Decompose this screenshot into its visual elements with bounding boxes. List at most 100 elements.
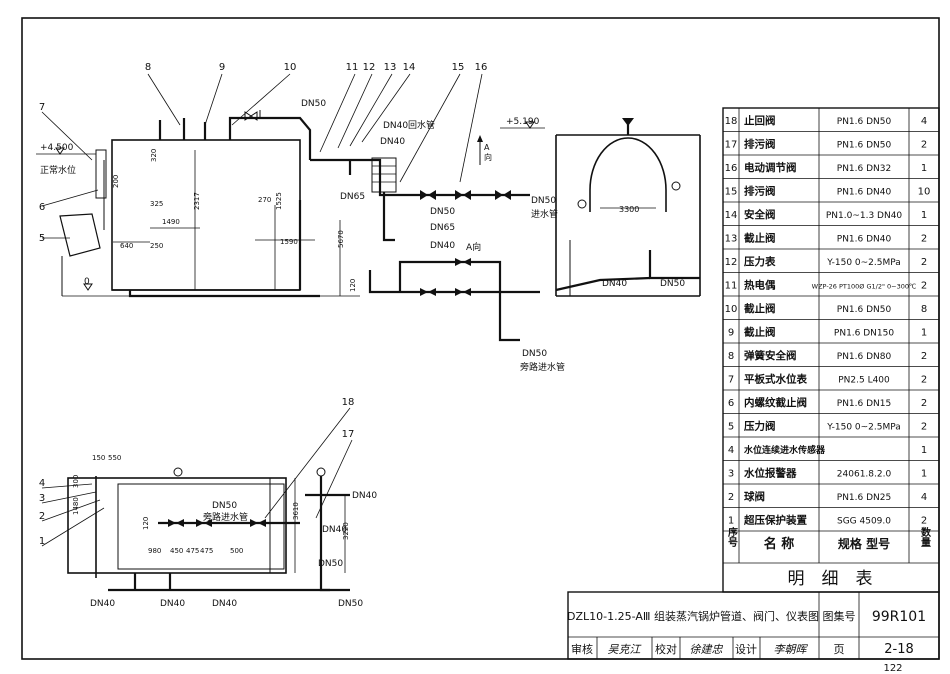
- plan-leader-3: [41, 491, 97, 504]
- boiler-shell: [111, 139, 301, 291]
- dimension-value: 3610: [292, 502, 300, 520]
- dimension-value: 1480: [72, 497, 80, 515]
- leader-15: [399, 73, 461, 183]
- level-right-label: +5.190: [506, 117, 540, 127]
- callout-number: 16: [475, 62, 488, 73]
- callout-number: 13: [384, 62, 397, 73]
- plan-leader-1: [41, 507, 105, 547]
- bom-row-name: 水位报警器: [743, 466, 797, 479]
- bypass-valve-2-icon: [455, 258, 471, 266]
- bom-row-no: 10: [725, 304, 738, 315]
- plan-valve-3-icon: [250, 519, 266, 527]
- atlas-number: 99R101: [872, 609, 926, 625]
- plan-valve-1-icon: [168, 519, 184, 527]
- plan-pipe-dn50-r: DN50: [318, 559, 343, 569]
- dimension-value: 200: [112, 175, 120, 188]
- level-marker-right-icon: [525, 121, 535, 129]
- feed-valve-3-icon: [495, 190, 511, 200]
- bom-row-name: 内螺纹截止阀: [744, 396, 807, 409]
- dimension-value: 1525: [275, 192, 283, 210]
- dimension-value: 300: [72, 475, 80, 488]
- pump-header-box: [371, 157, 397, 193]
- bom-row-qty: 2: [921, 515, 927, 526]
- bom-row-no: 5: [728, 421, 734, 432]
- level-zero-label: 0: [84, 277, 90, 287]
- side-dim-3300: 3300: [619, 205, 639, 214]
- side-gauge-left-icon: [577, 199, 587, 209]
- bom-row-qty: 2: [921, 257, 927, 268]
- plan-pipe-dn40-bm: DN40: [160, 599, 185, 609]
- plan-vent-right-icon: [316, 467, 326, 477]
- bom-row-qty: 1: [921, 210, 927, 221]
- drum-arc: [589, 137, 667, 191]
- dimension-value: 2317: [193, 192, 201, 210]
- side-pipe-dn40: DN40: [602, 279, 627, 289]
- bom-row-qty: 2: [921, 280, 927, 291]
- bom-row-name: 排污阀: [744, 184, 776, 197]
- design-label: 设计: [735, 643, 757, 656]
- leader-8: [147, 73, 181, 126]
- dimension-value: 150: [92, 454, 105, 462]
- callout-number: 7: [39, 102, 45, 113]
- view-a-arrowhead-icon: [477, 135, 483, 142]
- dimension-value: 980: [148, 547, 161, 555]
- bom-header-qty: 数量: [919, 526, 931, 547]
- bom-row-no: 13: [725, 233, 738, 244]
- bypass-valve-1-icon: [420, 288, 436, 296]
- check-label: 校对: [655, 642, 677, 656]
- bom-header-no: 序号: [726, 526, 738, 548]
- callout-number: 6: [39, 202, 45, 213]
- dimension-value: 120: [349, 279, 357, 292]
- plan-valve-2-icon: [196, 519, 212, 527]
- bom-row-no: 2: [728, 492, 734, 503]
- leader-10: [231, 73, 291, 126]
- pipe-label-inlet: 进水管: [531, 208, 558, 220]
- bom-row-spec: PN1.0~1.3 DN40: [826, 211, 903, 221]
- top-valve-icon: [244, 111, 258, 121]
- view-a-arrow-word: 向: [484, 152, 492, 162]
- bom-row-no: 15: [725, 186, 738, 197]
- leader-6: [41, 189, 99, 207]
- leader-14: [361, 73, 411, 143]
- bom-row-spec: Y-150 0~2.5MPa: [826, 422, 901, 432]
- pipe-label-dn40-c: DN40: [430, 241, 455, 251]
- leader-11: [319, 73, 356, 153]
- dimension-value: 120: [142, 517, 150, 530]
- side-dn40-pipe: [555, 276, 651, 292]
- side-top-valve-icon: [622, 118, 634, 126]
- bom-row-spec: PN1.6 DN15: [837, 399, 891, 409]
- bom-row-spec: SGG 4509.0: [837, 516, 891, 526]
- drawing-title: DZL10-1.25-AⅢ 组装蒸汽锅炉管道、阀门、仪表图: [567, 609, 819, 623]
- side-outlet: [648, 250, 700, 280]
- bom-row-name: 止回阀: [744, 114, 776, 127]
- plan-pipe-dn40-r: DN40: [352, 491, 377, 501]
- dimension-value: 270: [258, 196, 271, 204]
- dimension-value: 250: [150, 242, 163, 250]
- callout-number: 8: [145, 62, 151, 73]
- bom-row-name: 截止阀: [744, 302, 776, 315]
- title-block-border: [567, 591, 940, 660]
- dimension-value: 5670: [337, 230, 345, 248]
- bom-row-no: 18: [725, 116, 738, 127]
- bom-row-spec: PN1.6 DN80: [837, 352, 892, 362]
- pipe-label-dn40-a: DN40: [383, 121, 408, 131]
- designer-signature: 李朝晖: [774, 643, 809, 656]
- callout-number: 17: [342, 429, 355, 440]
- drain-line-left: [382, 192, 395, 242]
- pipe-label-bypass-inlet: 旁路进水管: [520, 361, 565, 373]
- callout-number: 4: [39, 478, 45, 489]
- plan-pipe-dn50-br: DN50: [338, 599, 363, 609]
